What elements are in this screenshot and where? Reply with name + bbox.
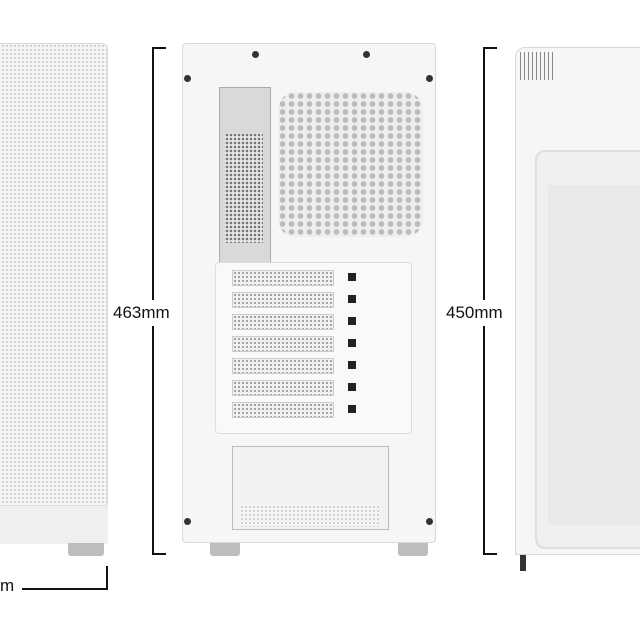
rear-fan-grill bbox=[278, 92, 423, 237]
slot-screw bbox=[348, 361, 356, 369]
case-front-view bbox=[0, 43, 108, 543]
slot-screw bbox=[348, 383, 356, 391]
width-label: m bbox=[0, 576, 15, 595]
height-label-463: 463mm bbox=[113, 303, 170, 322]
screw bbox=[363, 51, 370, 58]
screw bbox=[426, 518, 433, 525]
side-height-tick-bottom bbox=[483, 553, 497, 555]
height-dimension-tick-bottom bbox=[152, 553, 166, 555]
rear-foot-right bbox=[398, 543, 428, 556]
pci-slot bbox=[232, 358, 334, 374]
height-label-450: 450mm bbox=[446, 303, 503, 322]
front-foot bbox=[68, 543, 104, 556]
top-io-vent bbox=[520, 52, 554, 80]
screw bbox=[252, 51, 259, 58]
rear-foot-left bbox=[210, 543, 240, 556]
bottom-vent bbox=[240, 505, 380, 527]
side-foot bbox=[520, 555, 526, 571]
screw bbox=[184, 518, 191, 525]
slot-screw bbox=[348, 273, 356, 281]
height-dimension-tick-top bbox=[152, 47, 166, 49]
pci-slot bbox=[232, 270, 334, 286]
front-bottom-trim bbox=[0, 505, 108, 544]
psu-vent bbox=[225, 133, 263, 243]
pci-slot bbox=[232, 336, 334, 352]
label-backdrop bbox=[444, 300, 514, 326]
screw bbox=[184, 75, 191, 82]
width-dimension-tick bbox=[106, 566, 108, 590]
width-dimension-line bbox=[22, 588, 108, 590]
pci-slot bbox=[232, 292, 334, 308]
pci-slot bbox=[232, 380, 334, 396]
slot-screw bbox=[348, 405, 356, 413]
screw bbox=[426, 75, 433, 82]
slot-screw bbox=[348, 295, 356, 303]
side-window-inner bbox=[548, 185, 640, 525]
pci-slot bbox=[232, 402, 334, 418]
side-height-tick-top bbox=[483, 47, 497, 49]
slot-screw bbox=[348, 317, 356, 325]
slot-screw bbox=[348, 339, 356, 347]
pci-slot bbox=[232, 314, 334, 330]
label-backdrop bbox=[110, 300, 182, 326]
